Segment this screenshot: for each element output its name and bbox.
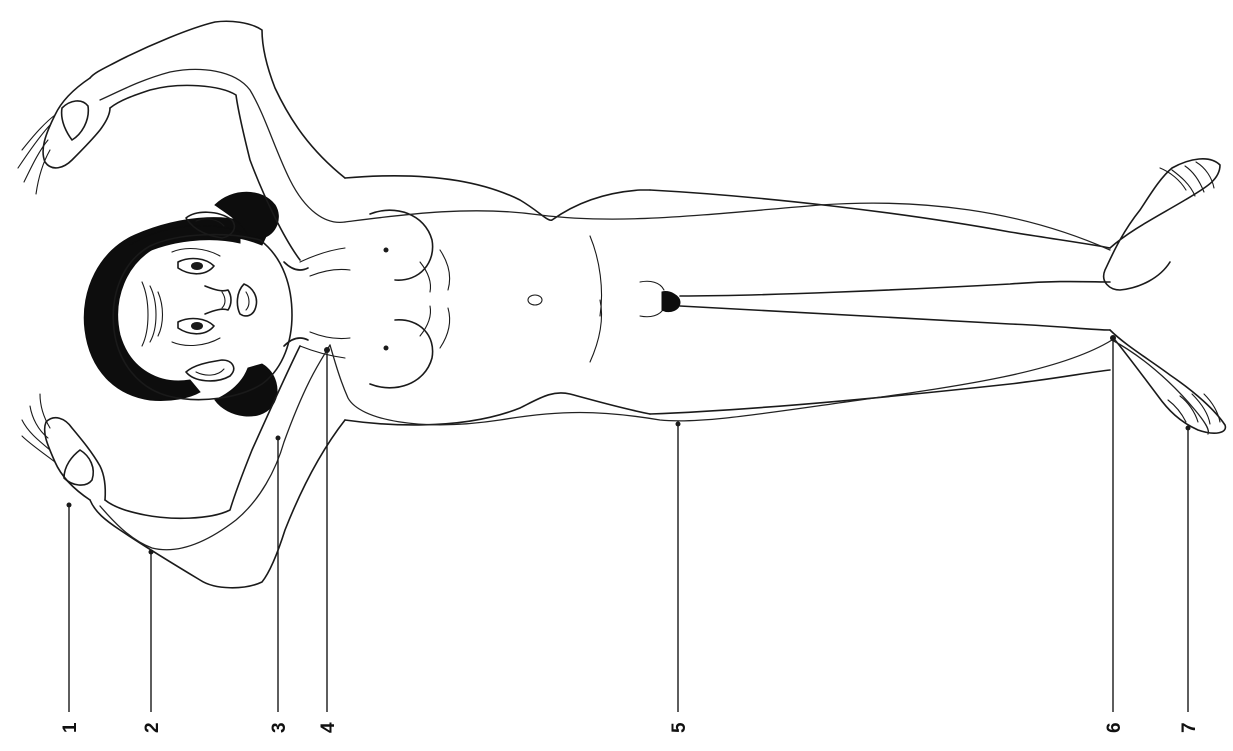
breast-lower (370, 320, 433, 388)
point-5: 5 (669, 422, 690, 734)
navel (528, 295, 542, 305)
point-label-1: 1 (60, 722, 81, 733)
hand-upper (43, 78, 110, 168)
point-4: 4 (318, 347, 339, 733)
leg-lower (680, 306, 1110, 330)
point-label-2: 2 (142, 722, 163, 733)
meridian-channel (100, 69, 1208, 549)
nose (205, 286, 231, 314)
point-1: 1 (60, 503, 81, 734)
ear-lower (186, 360, 234, 381)
point-label-6: 6 (1104, 722, 1125, 733)
point-label-5: 5 (669, 722, 690, 733)
point-label-4: 4 (318, 722, 339, 733)
point-label-7: 7 (1179, 722, 1200, 733)
point-2: 2 (142, 550, 163, 734)
mouth (237, 284, 256, 316)
human-figure (18, 21, 1225, 587)
hand-lower (45, 418, 106, 500)
torso (345, 176, 650, 221)
point-label-3: 3 (269, 722, 290, 733)
point-6: 6 (1104, 335, 1125, 733)
point-3: 3 (269, 436, 290, 734)
breast-upper (370, 210, 433, 280)
arm-lower (90, 420, 345, 588)
arm-upper (90, 21, 345, 178)
foot-upper (1104, 159, 1220, 290)
leg-upper (650, 190, 1110, 248)
point-7: 7 (1179, 426, 1200, 734)
